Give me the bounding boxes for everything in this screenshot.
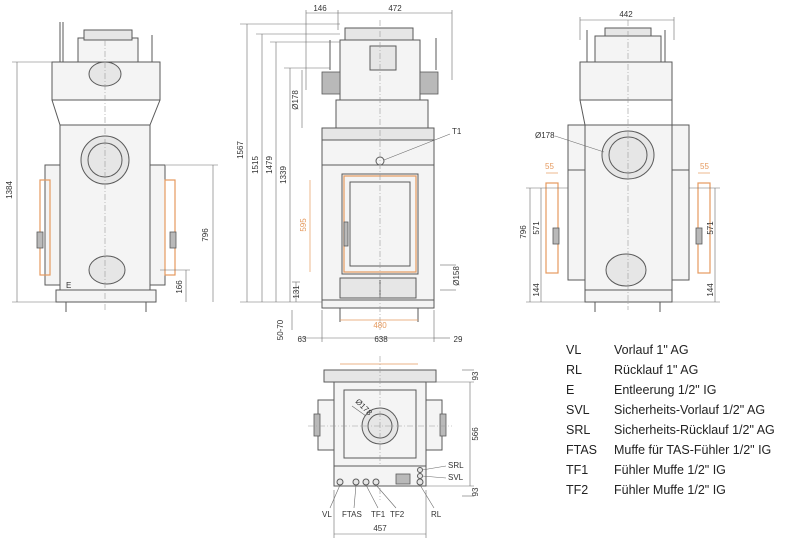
legend-code: TF2 — [566, 483, 589, 497]
dim-right-571-left: 571 — [532, 221, 541, 235]
legend-text: Fühler Muffe 1/2" IG — [614, 483, 726, 497]
dim-left-1384: 1384 — [5, 181, 14, 199]
label-tf2: TF2 — [390, 510, 405, 519]
dim-front-595: 595 — [299, 218, 308, 232]
legend-row: FTAS Muffe für TAS-Fühler 1/2" IG — [566, 440, 796, 460]
dim-right-144-left: 144 — [532, 283, 541, 297]
front-view — [240, 10, 456, 342]
dim-right-55-right: 55 — [700, 162, 709, 171]
dim-right-55-left: 55 — [545, 162, 554, 171]
dim-front-dia178: Ø178 — [291, 90, 300, 110]
legend-text: Vorlauf 1" AG — [614, 343, 689, 357]
dim-left-166: 166 — [175, 280, 184, 294]
top-view — [308, 356, 474, 538]
dim-right-144-right: 144 — [706, 283, 715, 297]
dim-front-63: 63 — [298, 335, 307, 344]
label-svl: SVL — [448, 473, 464, 482]
dim-right-dia178: Ø178 — [535, 131, 555, 140]
dim-front-146: 146 — [313, 4, 327, 13]
legend-text: Muffe für TAS-Fühler 1/2" IG — [614, 443, 772, 457]
connection-legend: VL Vorlauf 1" AG RL Rücklauf 1" AG E Entlee… — [566, 340, 796, 500]
legend-text: Sicherheits-Rücklauf 1/2" AG — [614, 423, 775, 437]
dim-front-480: 480 — [373, 321, 387, 330]
label-tf1: TF1 — [371, 510, 386, 519]
dim-front-29: 29 — [454, 335, 463, 344]
label-e: E — [66, 281, 71, 290]
legend-text: Entleerung 1/2" IG — [614, 383, 717, 397]
legend-row: SVL Sicherheits-Vorlauf 1/2" AG — [566, 400, 796, 420]
legend-code: TF1 — [566, 463, 589, 477]
dim-front-dia158: Ø158 — [452, 266, 461, 286]
dim-left-796: 796 — [201, 228, 210, 242]
dim-top-93-bottom: 93 — [471, 487, 480, 496]
legend-row: E Entleerung 1/2" IG — [566, 380, 796, 400]
dim-front-638: 638 — [374, 335, 388, 344]
dim-right-442: 442 — [619, 10, 633, 19]
label-t1: T1 — [452, 127, 462, 136]
legend-row: TF1 Fühler Muffe 1/2" IG — [566, 460, 796, 480]
legend-code: SRL — [566, 423, 591, 437]
dim-front-50-70: 50-70 — [276, 319, 285, 340]
legend-row: SRL Sicherheits-Rücklauf 1/2" AG — [566, 420, 796, 440]
legend-text: Sicherheits-Vorlauf 1/2" AG — [614, 403, 766, 417]
label-vl: VL — [322, 510, 332, 519]
legend-row: TF2 Fühler Muffe 1/2" IG — [566, 480, 796, 500]
dim-front-1339: 1339 — [279, 166, 288, 184]
dim-front-1479: 1479 — [265, 156, 274, 174]
side-view-left — [12, 22, 218, 312]
legend-row: RL Rücklauf 1" AG — [566, 360, 796, 380]
dim-front-1515: 1515 — [251, 156, 260, 174]
label-ftas: FTAS — [342, 510, 362, 519]
dim-front-1567: 1567 — [236, 141, 245, 159]
legend-code: RL — [566, 363, 582, 377]
dim-right-571-right: 571 — [706, 221, 715, 235]
dim-top-457: 457 — [373, 524, 387, 533]
legend-code: VL — [566, 343, 582, 357]
dim-top-93-top: 93 — [471, 371, 480, 380]
label-rl: RL — [431, 510, 442, 519]
legend-text: Rücklauf 1" AG — [614, 363, 699, 377]
dim-front-131: 131 — [292, 285, 301, 299]
label-srl: SRL — [448, 461, 464, 470]
legend-code: FTAS — [566, 443, 598, 457]
legend-row: VL Vorlauf 1" AG — [566, 340, 796, 360]
side-view-right — [526, 17, 720, 312]
legend-code: E — [566, 383, 575, 397]
dim-top-566: 566 — [471, 427, 480, 441]
legend-text: Fühler Muffe 1/2" IG — [614, 463, 726, 477]
dim-front-472: 472 — [388, 4, 402, 13]
legend-code: SVL — [566, 403, 590, 417]
dim-right-796: 796 — [519, 225, 528, 239]
